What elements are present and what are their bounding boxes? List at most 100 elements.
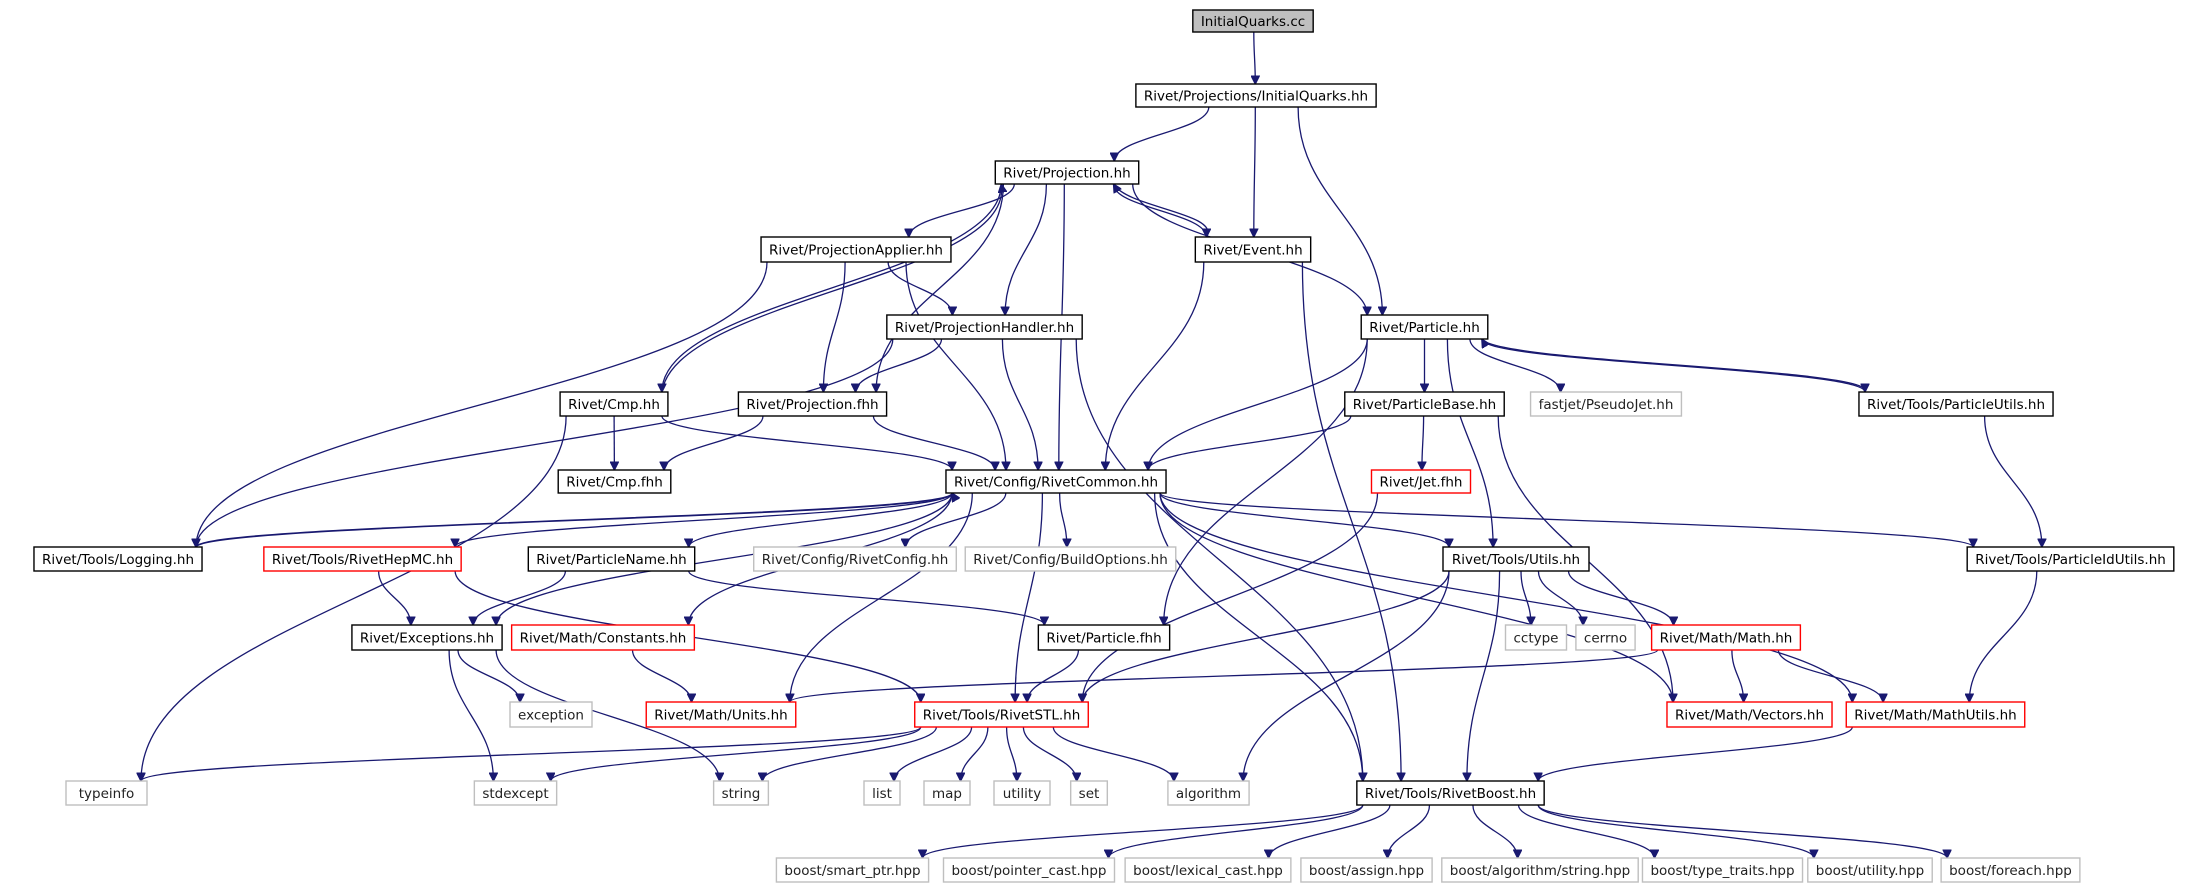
edge-proj-to-phand	[1005, 183, 1048, 315]
node-rivet-tools-logging-hh[interactable]: Rivet/Tools/Logging.hh	[33, 546, 203, 572]
node-rivet-exceptions-hh[interactable]: Rivet/Exceptions.hh	[351, 624, 503, 651]
edge-common-to-pname	[689, 492, 953, 547]
node-rivet-tools-utils-hh[interactable]: Rivet/Tools/Utils.hh	[1442, 546, 1590, 572]
node-rivet-math-constants-hh[interactable]: Rivet/Math/Constants.hh	[510, 624, 696, 651]
node-label: Rivet/Projection.fhh	[746, 397, 878, 413]
node-box	[1356, 780, 1545, 806]
node-box	[760, 236, 952, 263]
edge-iqhh-to-proj	[1114, 106, 1210, 161]
node-box	[1192, 9, 1314, 33]
edge-boost-to-algstr	[1472, 804, 1518, 858]
edge-cmp-to-proj	[661, 184, 1002, 393]
node-box	[737, 391, 888, 417]
node-rivet-math-units-hh[interactable]: Rivet/Math/Units.hh	[645, 701, 797, 728]
node-label: string	[722, 786, 761, 802]
node-label: Rivet/Particle.hh	[1369, 320, 1480, 336]
node-box	[33, 546, 203, 572]
node-rivet-tools-rivetstl-hh[interactable]: Rivet/Tools/RivetSTL.hh	[914, 701, 1089, 728]
node-box	[351, 624, 503, 651]
edge-common-to-mutils	[1159, 492, 1852, 702]
node-boost-utility-hpp: boost/utility.hpp	[1807, 857, 1933, 883]
edge-mmath-to-vectors	[1731, 649, 1744, 702]
edge-stl-to-map	[961, 726, 989, 781]
node-rivet-projections-initialquarks-hh[interactable]: Rivet/Projections/InitialQuarks.hh	[1135, 83, 1377, 108]
node-label: Rivet/Tools/RivetHepMC.hh	[272, 552, 453, 568]
node-label: stdexcept	[482, 786, 548, 802]
node-box	[942, 857, 1116, 883]
node-rivet-particlebase-hh[interactable]: Rivet/ParticleBase.hh	[1344, 391, 1505, 417]
edge-logging-to-common	[195, 493, 952, 548]
node-label: list	[872, 786, 892, 802]
node-rivet-jet-fhh[interactable]: Rivet/Jet.fhh	[1370, 469, 1472, 494]
edge-pbase-to-jetf	[1422, 415, 1424, 470]
edge-mmath-to-mutils	[1777, 649, 1883, 702]
node-label: boost/smart_ptr.hpp	[784, 863, 920, 879]
node-rivet-event-hh[interactable]: Rivet/Event.hh	[1194, 236, 1312, 263]
node-label: set	[1079, 786, 1100, 802]
edge-particle-to-utils	[1446, 338, 1493, 547]
node-algorithm: algorithm	[1167, 780, 1250, 806]
node-box	[1529, 391, 1683, 417]
node-label: Rivet/Config/RivetConfig.hh	[762, 552, 949, 568]
node-rivet-config-buildoptions-hh: Rivet/Config/BuildOptions.hh	[964, 546, 1177, 572]
node-label: Rivet/ParticleName.hh	[536, 552, 686, 568]
node-label: Rivet/Tools/Logging.hh	[42, 552, 194, 568]
node-box	[964, 546, 1177, 572]
edge-common-to-build	[1058, 492, 1067, 547]
node-label: Rivet/Cmp.hh	[568, 397, 660, 413]
node-box	[1666, 701, 1833, 728]
node-set: set	[1069, 780, 1109, 806]
node-box	[1370, 469, 1472, 494]
edge-particle-to-common	[1148, 338, 1368, 470]
node-initialquarks-cc[interactable]: InitialQuarks.cc	[1192, 9, 1314, 33]
node-label: Rivet/Tools/RivetSTL.hh	[923, 708, 1081, 724]
node-rivet-tools-particleutils-hh[interactable]: Rivet/Tools/ParticleUtils.hh	[1858, 391, 2054, 417]
edge-jetf-to-stl	[1082, 492, 1379, 702]
node-rivet-cmp-hh[interactable]: Rivet/Cmp.hh	[559, 391, 669, 417]
node-rivet-tools-rivethepmc-hh[interactable]: Rivet/Tools/RivetHepMC.hh	[263, 546, 462, 572]
node-box	[1442, 546, 1590, 572]
node-rivet-particlename-hh[interactable]: Rivet/ParticleName.hh	[527, 546, 696, 572]
node-box	[775, 857, 930, 883]
edge-phand-to-common	[1001, 338, 1038, 470]
node-label: Rivet/Projection.hh	[1003, 166, 1130, 182]
node-rivet-cmp-fhh[interactable]: Rivet/Cmp.fhh	[557, 469, 672, 494]
edge-exc-to-exception	[457, 649, 520, 702]
node-rivet-particle-hh[interactable]: Rivet/Particle.hh	[1360, 314, 1489, 340]
node-rivet-math-math-hh[interactable]: Rivet/Math/Math.hh	[1650, 624, 1802, 651]
node-box	[1504, 624, 1568, 651]
node-rivet-particle-fhh[interactable]: Rivet/Particle.fhh	[1037, 624, 1171, 651]
node-rivet-projection-hh[interactable]: Rivet/Projection.hh	[994, 160, 1140, 185]
node-boost-algorithm-string-hpp: boost/algorithm/string.hpp	[1441, 857, 1639, 883]
nodes-layer: InitialQuarks.ccRivet/Projections/Initia…	[33, 9, 2175, 883]
node-string: string	[712, 780, 770, 806]
node-label: Rivet/Event.hh	[1203, 243, 1302, 259]
edge-cmp-to-typeinfo	[141, 415, 567, 781]
node-box	[1037, 624, 1171, 651]
edge-proj-to-cmp	[662, 183, 1002, 392]
edge-proj-to-event	[1112, 183, 1207, 237]
node-rivet-projectionapplier-hh[interactable]: Rivet/ProjectionApplier.hh	[760, 236, 952, 263]
node-box	[527, 546, 696, 572]
node-rivet-projectionhandler-hh[interactable]: Rivet/ProjectionHandler.hh	[886, 314, 1083, 340]
edge-pname-to-pfh2	[688, 570, 1045, 625]
edge-boost-to-butility	[1537, 804, 1814, 858]
node-rivet-math-vectors-hh[interactable]: Rivet/Math/Vectors.hh	[1666, 701, 1833, 728]
node-rivet-math-mathutils-hh[interactable]: Rivet/Math/MathUtils.hh	[1845, 701, 2026, 728]
node-rivet-projection-fhh[interactable]: Rivet/Projection.fhh	[737, 391, 888, 417]
node-box	[1360, 314, 1489, 340]
node-stdexcept: stdexcept	[473, 780, 558, 806]
edge-putils-to-pidu	[1983, 415, 2042, 547]
node-rivet-config-rivetcommon-hh[interactable]: Rivet/Config/RivetCommon.hh	[945, 469, 1167, 494]
node-box	[1966, 546, 2175, 572]
node-label: Rivet/ProjectionApplier.hh	[769, 243, 943, 259]
node-rivet-tools-particleidutils-hh[interactable]: Rivet/Tools/ParticleIdUtils.hh	[1966, 546, 2175, 572]
node-label: boost/assign.hpp	[1309, 863, 1424, 879]
node-label: Rivet/Tools/ParticleIdUtils.hh	[1975, 552, 2166, 568]
node-box	[65, 780, 148, 806]
node-boost-lexical-cast-hpp: boost/lexical_cast.hpp	[1124, 857, 1292, 883]
edge-iqhh-to-particle	[1297, 106, 1382, 315]
node-rivet-tools-rivetboost-hh[interactable]: Rivet/Tools/RivetBoost.hh	[1356, 780, 1545, 806]
node-label: Rivet/Math/MathUtils.hh	[1854, 708, 2016, 724]
